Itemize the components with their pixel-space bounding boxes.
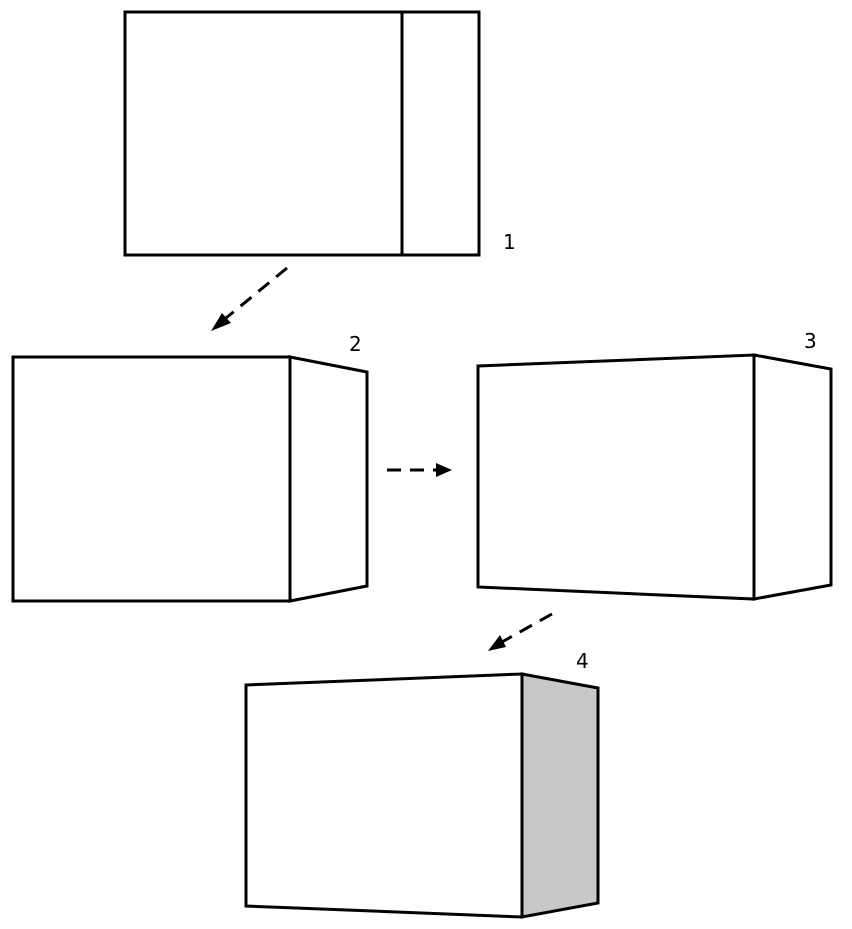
step-3-side-face	[752, 353, 833, 601]
step-3-box: 3	[476, 329, 833, 601]
step-3-front-face	[476, 353, 756, 601]
step-1-label: 1	[503, 230, 516, 254]
step-4-shaded-side-face	[520, 672, 600, 919]
step-3-label: 3	[804, 329, 817, 353]
step-1-side-face	[400, 10, 481, 257]
arrow-step-1-to-2	[211, 266, 288, 331]
step-2-label: 2	[349, 332, 362, 356]
step-2-front-face	[11, 355, 292, 603]
step-1-front-face	[123, 10, 404, 257]
step-4-shaded-box: 4	[244, 649, 600, 919]
step-4-label: 4	[576, 649, 589, 673]
step-4-front-face	[244, 672, 524, 919]
arrow-step-3-to-4	[488, 612, 553, 651]
arrow-step-2-to-3	[387, 463, 452, 477]
step-2-box: 2	[11, 332, 369, 603]
step-2-side-face	[288, 355, 369, 603]
step-1-flat-box: 1	[123, 10, 516, 257]
